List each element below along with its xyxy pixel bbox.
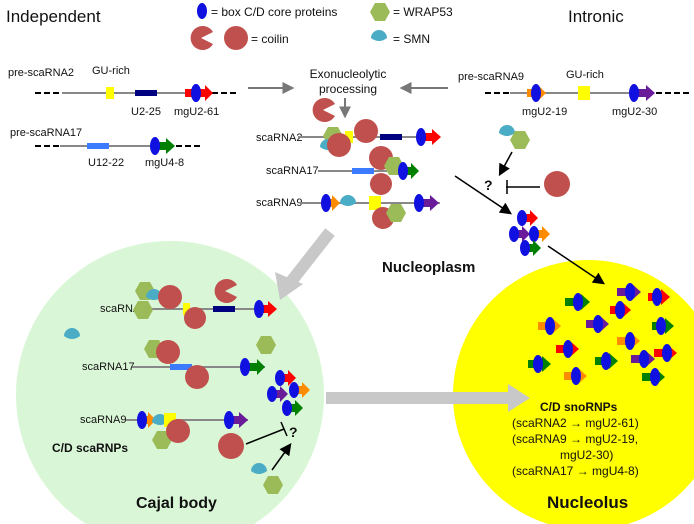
legend-smn-label: = SMN xyxy=(393,32,430,46)
pre-scarna17-group: pre-scaRNA17 U12-22 mgU4-8 xyxy=(10,127,200,169)
box-cd-protein-icon xyxy=(224,411,234,429)
middle-scarna2-label: scaRNA2 xyxy=(256,132,302,144)
nucleolus-line3: mgU2-30) xyxy=(560,448,613,462)
nucleoplasm-stack xyxy=(509,210,550,256)
smn-icon xyxy=(371,30,387,41)
cajal-body-title: Cajal body xyxy=(136,495,217,512)
wrap53-icon xyxy=(133,301,153,319)
middle-scarna2: scaRNA2 xyxy=(256,119,441,157)
legend-wrap53-label: = WRAP53 xyxy=(393,5,453,19)
header-intronic: Intronic xyxy=(568,7,624,26)
cajal-scarnps-label: C/D scaRNPs xyxy=(52,441,128,455)
nucleolus-contents: C/D snoRNPs (scaRNA2 → mgU2-61) (scaRNA9… xyxy=(512,283,677,512)
box-cd-protein-icon xyxy=(254,300,264,318)
coilin-round-icon xyxy=(158,285,182,309)
middle-scarna17: scaRNA17 xyxy=(266,146,419,195)
coilin-round-icon xyxy=(544,171,570,197)
wrap53-icon xyxy=(263,476,283,494)
nucleolus-line2: (scaRNA9 → mgU2-19, xyxy=(512,432,638,446)
legend: = box C/D core proteins = WRAP53 = coili… xyxy=(190,3,453,50)
nucleolus-import-arrow xyxy=(547,245,605,285)
box-cd-protein-icon xyxy=(629,84,639,102)
pre-scarna9-label: pre-scaRNA9 xyxy=(458,71,524,83)
smn-icon xyxy=(64,328,80,339)
flow-arrow-to-cajal xyxy=(275,228,335,300)
pre-scarna9-domain-right: mgU2-30 xyxy=(612,106,657,118)
box-cd-protein-icon xyxy=(197,3,207,19)
pre-scarna17-domain-left: U12-22 xyxy=(88,157,124,169)
middle-scarna9: scaRNA9 xyxy=(256,194,440,229)
legend-coilin-label: = coilin xyxy=(251,32,289,46)
nucleolus-heading: C/D snoRNPs xyxy=(540,400,618,414)
wrap53-icon xyxy=(370,3,390,21)
coilin-round-icon xyxy=(166,419,190,443)
pre-scarna9-gu-rich-label: GU-rich xyxy=(566,69,604,81)
nucleolus-title: Nucleolus xyxy=(547,493,628,512)
gu-rich-box xyxy=(578,86,590,100)
gu-rich-box xyxy=(106,87,114,99)
smn-icon xyxy=(340,195,356,206)
box-cd-protein-icon xyxy=(191,84,201,102)
coilin-round-icon xyxy=(156,340,180,364)
flow-arrow-to-nucleolus xyxy=(326,384,530,412)
wrap53-icon xyxy=(510,131,530,149)
box-cd-protein-icon xyxy=(321,194,331,212)
cajal-question: ? xyxy=(289,424,298,440)
coilin-pacman-icon xyxy=(312,98,335,123)
coilin-pacman-icon xyxy=(214,279,237,303)
box-cd-protein-icon xyxy=(150,137,160,155)
box-cd-protein-icon xyxy=(137,411,147,429)
box-cd-protein-icon xyxy=(531,84,541,102)
nucleoplasm-regulation: ? xyxy=(484,125,570,197)
pre-scarna2-group: pre-scaRNA2 GU-rich U2-25 mgU2-61 xyxy=(8,65,238,118)
pre-scarna9-domain-left: mgU2-19 xyxy=(522,106,567,118)
coilin-round-icon xyxy=(218,433,244,459)
box-cd-protein-icon xyxy=(240,358,250,376)
coilin-round-icon xyxy=(224,26,248,50)
smn-icon xyxy=(499,125,515,136)
nucleolus-line1: (scaRNA2 → mgU2-61) xyxy=(512,416,639,430)
wrap53-icon xyxy=(386,204,406,222)
box-cd-protein-icon xyxy=(414,194,424,212)
regulation-question: ? xyxy=(484,177,493,193)
pre-scarna2-gu-rich-label: GU-rich xyxy=(92,65,130,77)
nucleolus-line4: (scaRNA17 → mgU4-8) xyxy=(512,464,639,478)
middle-scarna9-label: scaRNA9 xyxy=(256,197,302,209)
cajal-scarna9-label: scaRNA9 xyxy=(80,414,126,426)
legend-box-cd-label: = box C/D core proteins xyxy=(211,5,337,19)
coilin-round-icon xyxy=(327,133,351,157)
coilin-round-icon xyxy=(184,307,206,329)
nucleoplasm-label: Nucleoplasm xyxy=(382,259,475,276)
header-independent: Independent xyxy=(6,7,101,26)
box-cd-protein-icon xyxy=(398,162,408,180)
pre-scarna2-domain-left: U2-25 xyxy=(131,106,161,118)
middle-scarna17-label: scaRNA17 xyxy=(266,165,319,177)
coilin-round-icon xyxy=(185,365,209,389)
pre-scarna2-domain-right: mgU2-61 xyxy=(174,106,219,118)
coilin-pacman-icon xyxy=(190,26,213,50)
cajal-scarna17-label: scaRNA17 xyxy=(82,361,135,373)
smn-icon xyxy=(251,463,267,474)
nucleolus-compartment xyxy=(453,260,694,524)
processing-label-line1: Exonucleolytic xyxy=(310,67,387,81)
box-cd-protein-icon xyxy=(416,128,426,146)
export-arrow xyxy=(454,175,512,215)
coilin-round-icon xyxy=(370,173,392,195)
cajal-body-contents: scaRNA2 scaRNA17 scaRNA9 xyxy=(52,279,310,512)
smn-icon xyxy=(146,289,162,300)
wrap53-icon xyxy=(256,336,276,354)
cajal-body-compartment xyxy=(16,241,324,524)
processing-label-line2: processing xyxy=(319,82,377,96)
coilin-round-icon xyxy=(354,119,378,143)
pre-scarna17-label: pre-scaRNA17 xyxy=(10,127,82,139)
pre-scarna2-label: pre-scaRNA2 xyxy=(8,67,74,79)
pre-scarna9-group: pre-scaRNA9 GU-rich mgU2-19 mgU2-30 xyxy=(458,69,690,118)
pre-scarna17-domain-right: mgU4-8 xyxy=(145,157,184,169)
